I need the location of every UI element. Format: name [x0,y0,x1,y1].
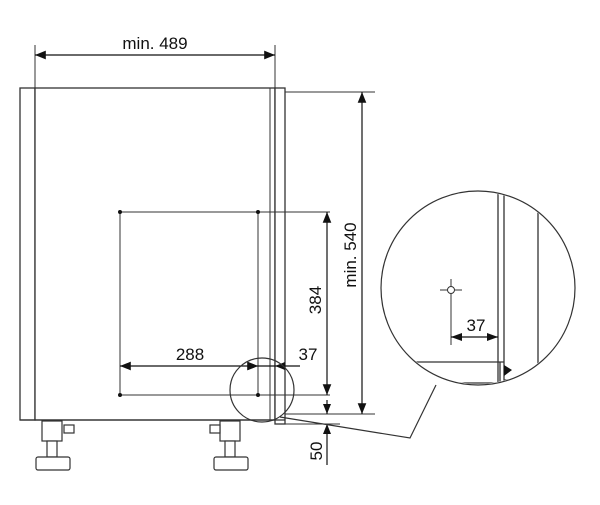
dim-side-offset-arrow-b [275,362,285,370]
dim-top-label: min. 489 [122,34,187,53]
detail-callout-circle [229,357,295,423]
cutout-corner-dots [118,210,260,397]
cabinet-door-edge [274,87,286,425]
dim-cutout-width-label: 288 [176,345,204,364]
foot-left [35,420,75,471]
dim-plinth-label: 50 [307,442,326,461]
cutout-outline [119,211,330,396]
dim-plinth-arrow-down [323,404,331,414]
cabinet-body [34,87,276,421]
dim-cutout-height-label: 384 [306,286,325,314]
cabinet-left-panel [19,87,36,421]
dim-side-offset-label: 37 [299,345,318,364]
detail-offset-label: 37 [467,316,486,335]
dim-plinth-arrow-up [323,424,331,434]
dim-height-label: min. 540 [341,222,360,287]
detail-leader-line [279,384,437,439]
dim-side-offset-arrow-a [248,362,258,370]
detail-content [382,192,539,384]
detail-magnified-circle [380,190,576,386]
foot-right [209,420,249,471]
